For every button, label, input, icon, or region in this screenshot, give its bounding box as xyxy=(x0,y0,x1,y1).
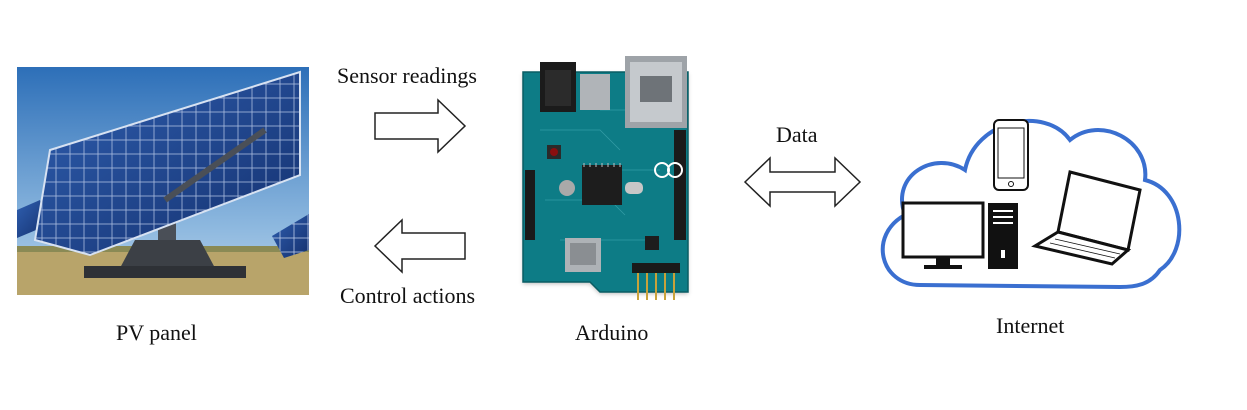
arduino-board-photo xyxy=(522,56,689,300)
data-label: Data xyxy=(776,122,818,147)
smartphone-icon xyxy=(993,119,1029,191)
data-arrow xyxy=(743,156,862,208)
laptop-icon xyxy=(1031,170,1142,266)
control-actions-arrow xyxy=(373,218,466,274)
pv-panel-photo xyxy=(17,67,309,295)
pv-panel-label: PV panel xyxy=(116,320,197,345)
internet-label: Internet xyxy=(996,313,1065,338)
monitor-icon xyxy=(901,201,985,269)
control-actions-label: Control actions xyxy=(340,283,476,308)
sensor-readings-label: Sensor readings xyxy=(337,63,477,88)
sensor-readings-arrow xyxy=(374,98,467,154)
arduino-label: Arduino xyxy=(575,320,649,345)
desktop-tower-icon xyxy=(988,203,1018,269)
